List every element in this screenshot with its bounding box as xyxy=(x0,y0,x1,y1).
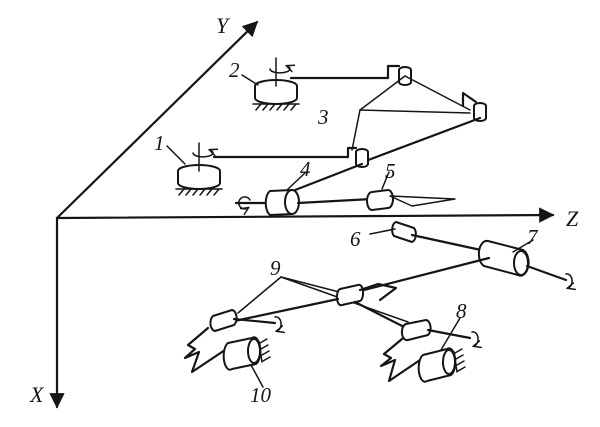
label-7: 7 xyxy=(527,225,539,249)
linkage-3 xyxy=(289,64,487,164)
label-10: 10 xyxy=(250,383,272,407)
shaft-4-5 xyxy=(234,189,456,216)
part-labels: 1 2 3 4 5 6 7 8 9 10 xyxy=(154,58,539,407)
drive-2 xyxy=(252,57,300,111)
rotation-arrow-icon xyxy=(471,331,478,346)
rotation-arrow-icon xyxy=(238,196,251,209)
y-axis-label: Y xyxy=(216,13,231,38)
label-8: 8 xyxy=(456,299,467,323)
drive-1 xyxy=(175,142,223,196)
label-2: 2 xyxy=(229,58,240,82)
rotation-arrow-icon xyxy=(269,66,290,74)
x-axis-label: X xyxy=(29,382,45,407)
label-6: 6 xyxy=(350,227,361,251)
gripper-left xyxy=(183,309,281,374)
label-1: 1 xyxy=(154,131,165,155)
rotation-arrow-icon xyxy=(274,316,281,331)
label-9: 9 xyxy=(270,256,281,280)
joint-9 xyxy=(228,276,412,332)
rotation-arrow-icon xyxy=(192,150,213,158)
assembly-6-7 xyxy=(350,221,572,295)
label-5: 5 xyxy=(385,159,396,183)
rotation-arrow-icon xyxy=(565,273,572,288)
coordinate-axes: X Y Z xyxy=(29,13,579,409)
label-4: 4 xyxy=(300,157,311,181)
y-axis xyxy=(55,20,259,220)
gripper-right xyxy=(379,319,478,383)
z-axis xyxy=(55,207,555,223)
link-1 xyxy=(212,146,369,194)
z-axis-label: Z xyxy=(566,206,579,231)
leader-lines xyxy=(166,74,534,388)
label-3: 3 xyxy=(317,105,329,129)
